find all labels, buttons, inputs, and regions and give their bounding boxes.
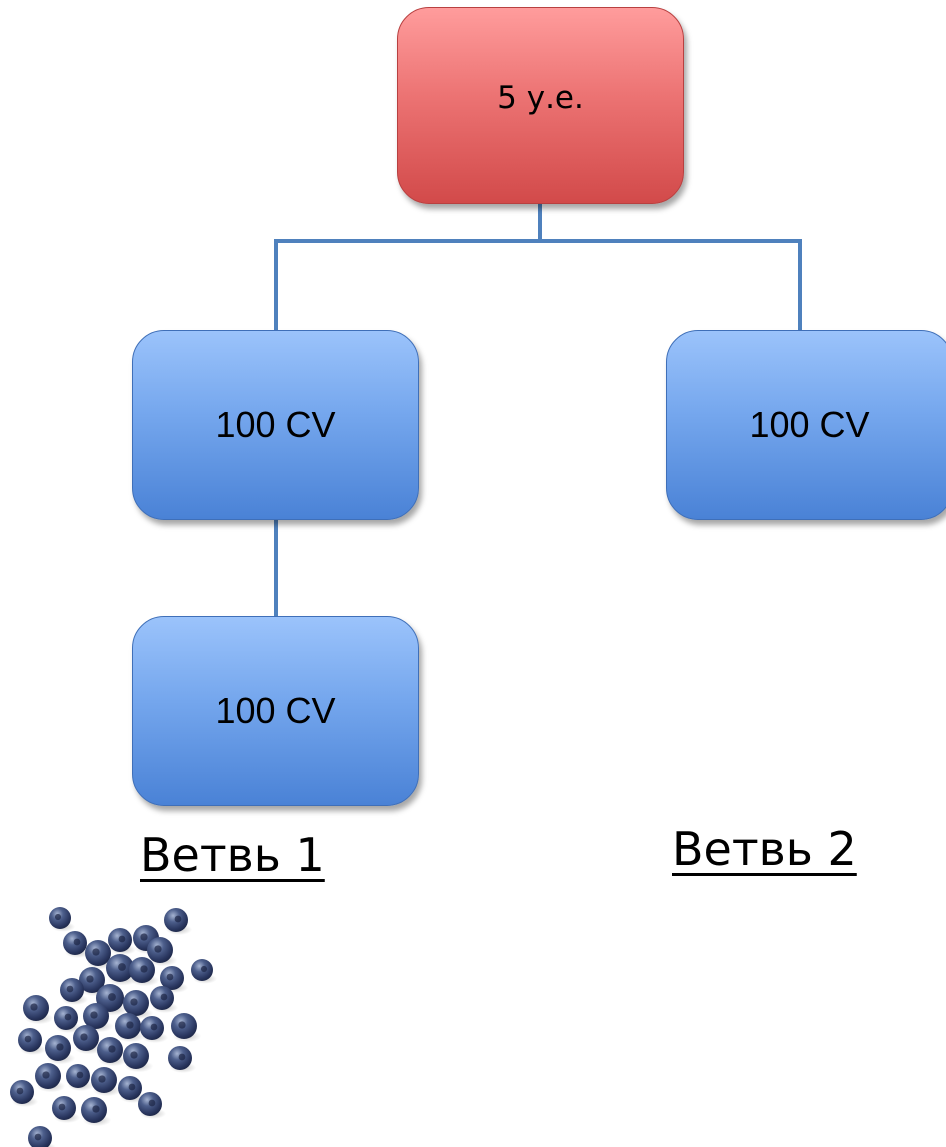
blueberry <box>23 995 54 1025</box>
blueberry <box>108 928 137 955</box>
blueberry <box>52 1096 81 1123</box>
blueberry <box>171 1013 202 1043</box>
blueberry <box>66 1064 95 1091</box>
blueberry <box>49 907 76 932</box>
blueberry <box>28 1126 57 1147</box>
blueberry <box>129 957 160 987</box>
root-node-label: 5 у.е. <box>497 79 584 116</box>
child-node-right-label: 100 CV <box>749 404 870 445</box>
blueberry <box>10 1080 39 1107</box>
child-node-right: 100 CV <box>666 330 946 520</box>
blueberry <box>81 1097 112 1127</box>
blueberry <box>150 986 179 1013</box>
root-node: 5 у.е. <box>397 7 684 204</box>
blueberry <box>18 1028 47 1055</box>
child-node-left-label: 100 CV <box>215 404 336 445</box>
blueberry <box>63 931 92 958</box>
blueberry <box>123 990 154 1020</box>
blueberries-image <box>10 907 218 1147</box>
blueberry <box>123 1043 154 1073</box>
blueberry <box>140 1016 169 1043</box>
blueberry <box>91 1067 122 1097</box>
blueberry <box>115 1013 146 1043</box>
grandchild-node-label: 100 CV <box>215 690 336 731</box>
blueberry <box>191 959 218 984</box>
branch-2-label: Ветвь 2 <box>672 822 857 876</box>
blueberry <box>60 978 89 1005</box>
grandchild-node: 100 CV <box>132 616 419 806</box>
blueberry <box>147 937 178 967</box>
blueberry <box>35 1063 66 1093</box>
blueberry <box>168 1046 197 1073</box>
blueberry <box>45 1035 76 1065</box>
child-node-left: 100 CV <box>132 330 419 520</box>
blueberry <box>164 908 193 935</box>
branch-1-label: Ветвь 1 <box>140 828 325 882</box>
blueberry <box>73 1025 104 1055</box>
blueberry <box>106 954 139 986</box>
blueberry <box>138 1092 167 1119</box>
blueberry <box>97 1037 128 1067</box>
